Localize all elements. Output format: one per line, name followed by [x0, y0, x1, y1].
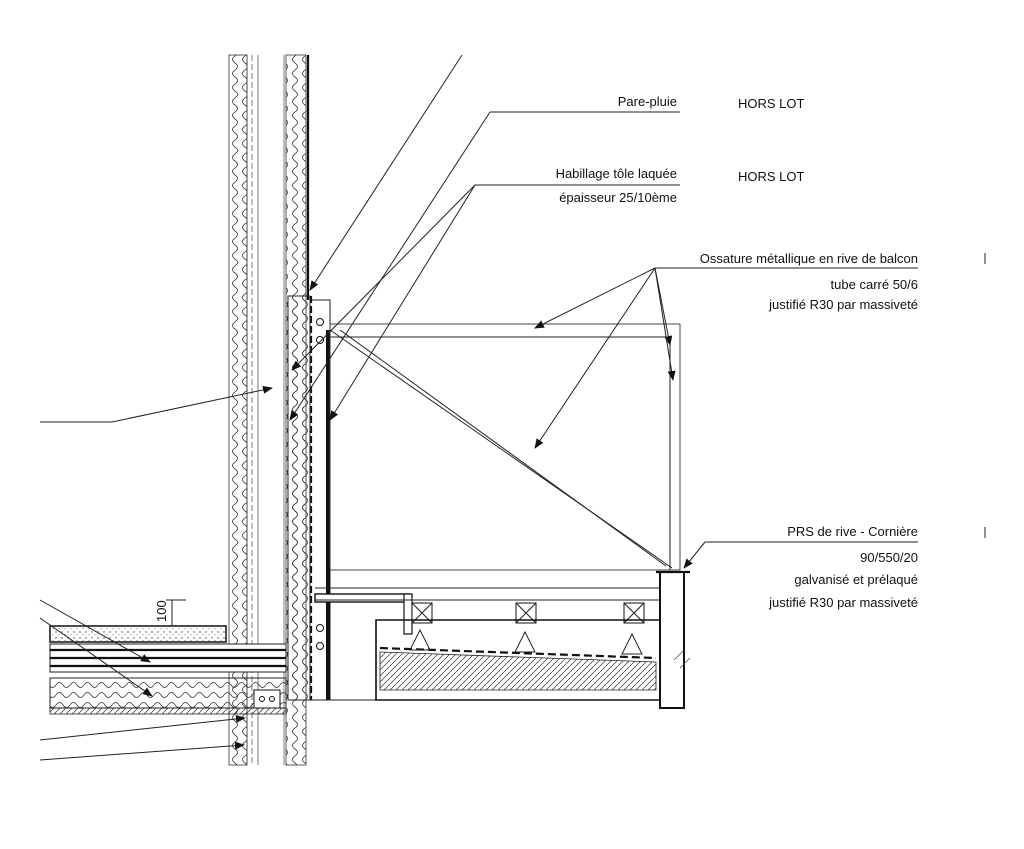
label-hors-lot-1: HORS LOT	[738, 96, 805, 111]
dimension-label: 100	[154, 600, 169, 622]
label-habillage-1: Habillage tôle laquée	[556, 166, 677, 181]
label-ossature-1: Ossature métallique en rive de balcon	[700, 251, 918, 266]
label-hors-lot-2: HORS LOT	[738, 169, 805, 184]
label-habillage-2: épaisseur 25/10ème	[559, 190, 677, 205]
label-ossature-2: tube carré 50/6	[831, 277, 918, 292]
wall-assembly	[228, 54, 680, 766]
annotation-labels: Pare-pluie HORS LOT Habillage tôle laqué…	[556, 94, 918, 610]
label-prs-2: 90/550/20	[860, 550, 918, 565]
leader-lines	[39, 54, 986, 761]
balcony-slab	[314, 570, 691, 709]
label-ossature-3: justifié R30 par massiveté	[768, 297, 918, 312]
label-prs-1: PRS de rive - Cornière	[787, 524, 918, 539]
label-prs-3: galvanisé et prélaqué	[794, 572, 918, 587]
balcony-frame	[329, 323, 681, 571]
dimension-mark: 100	[154, 599, 186, 626]
label-prs-4: justifié R30 par massiveté	[768, 595, 918, 610]
label-pare-pluie: Pare-pluie	[618, 94, 677, 109]
floor-slab	[49, 625, 287, 715]
